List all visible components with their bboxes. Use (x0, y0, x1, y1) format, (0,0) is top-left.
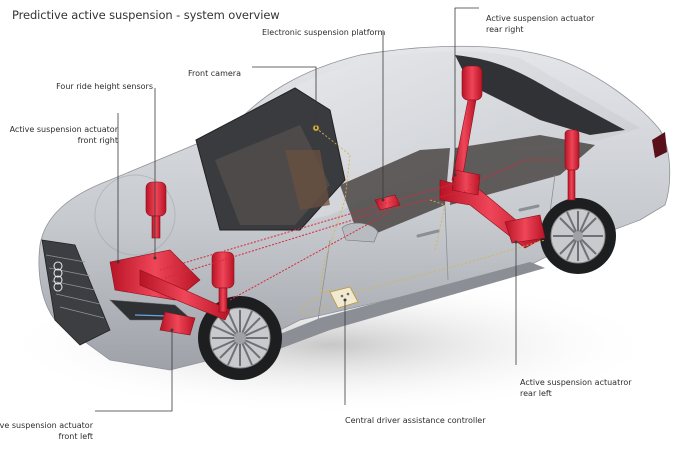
air-spring-rear-right (461, 65, 483, 101)
air-spring-front-left (211, 251, 235, 289)
label-actuator-front-left: Active suspension actuator front left (0, 421, 93, 442)
diagram-title: Predictive active suspension - system ov… (12, 8, 280, 22)
grille-slats (45, 254, 105, 319)
label-line-2: front left (58, 431, 93, 441)
electronic-suspension-platform-unit (374, 194, 401, 211)
air-spring-front-right (145, 181, 167, 217)
label-actuator-rear-right: Active suspension actuator rear right (486, 14, 594, 35)
label-line-1: Active suspension actuator (0, 421, 93, 430)
leader-dots (116, 126, 518, 332)
suspension-system (109, 65, 580, 336)
label-electronic-suspension-platform: Electronic suspension platform (262, 28, 386, 37)
audi-rings-logo (53, 261, 63, 292)
door-handle (416, 229, 440, 238)
rear-wheel (540, 198, 616, 274)
label-line-1: Active suspension actuator (486, 14, 595, 23)
leader-actuator-rear-right (454, 7, 479, 175)
leader-front-camera (252, 66, 317, 128)
central-controller-box (329, 286, 359, 309)
rear-right-actuator (451, 169, 481, 196)
leader-actuator-front-left (95, 330, 173, 412)
taillight (652, 132, 667, 158)
drl-light (134, 314, 169, 317)
label-line-2: front right (77, 135, 118, 145)
side-window-rear (450, 135, 595, 205)
side-mirror (341, 222, 379, 243)
xray-wheel-front-right (94, 174, 176, 256)
front-subframe (139, 269, 231, 321)
air-spring-rear-left (564, 129, 580, 171)
door-handle (518, 204, 540, 212)
front-left-actuator (159, 311, 196, 336)
seat-front (285, 150, 330, 210)
side-window-front (340, 148, 450, 240)
label-line-1: Active suspension actuatror (520, 378, 632, 387)
panoramic-roof-glass (455, 55, 625, 135)
rear-left-actuator (504, 214, 546, 244)
grille (41, 239, 111, 346)
leader-lines (95, 7, 517, 412)
label-ride-height-sensors: Four ride height sensors (56, 82, 153, 91)
label-actuator-front-right: Active suspension actuator front right (10, 125, 118, 146)
yellow-wiring (299, 127, 546, 316)
label-line-2: rear right (486, 24, 524, 34)
label-central-controller: Central driver assistance controller (345, 416, 486, 425)
red-wiring (159, 159, 560, 301)
label-actuator-rear-left: Active suspension actuatror rear left (520, 378, 632, 399)
label-line-2: rear left (520, 388, 552, 398)
label-line-1: Active suspension actuator (9, 125, 118, 134)
label-front-camera: Front camera (188, 69, 241, 78)
side-sill (240, 262, 545, 360)
